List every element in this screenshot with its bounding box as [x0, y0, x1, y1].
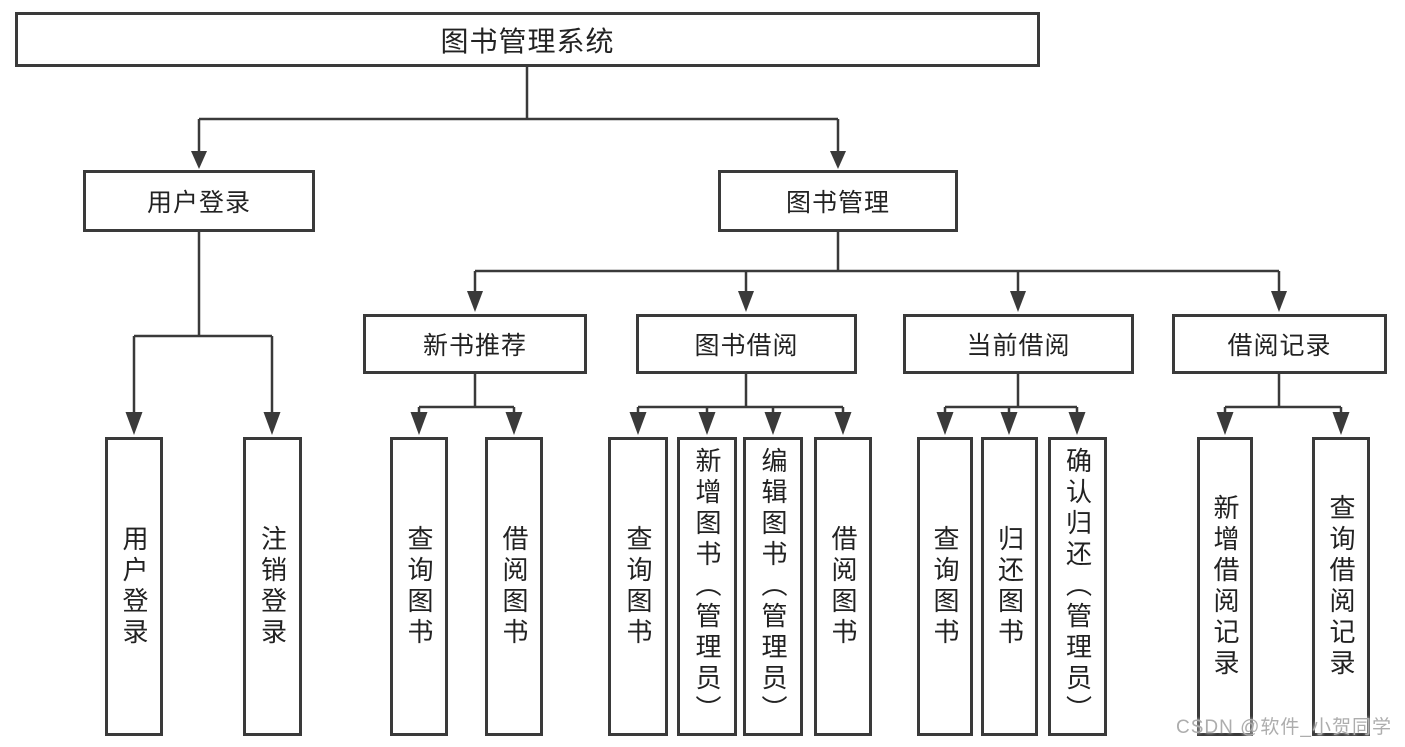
leaf-query-books-recommend: 查询图书: [390, 437, 448, 736]
leaf-add-borrow-record: 新增借阅记录: [1197, 437, 1253, 736]
leaf-query-books-current: 查询图书: [917, 437, 973, 736]
leaf-query-borrow-record: 查询借阅记录: [1312, 437, 1370, 736]
node-book-management: 图书管理: [718, 170, 958, 232]
leaf-add-book-admin: 新增图书（管理员）: [677, 437, 737, 736]
connector-book-management-children: [473, 232, 1281, 293]
node-borrowing-records: 借阅记录: [1172, 314, 1387, 374]
node-new-book-recommendation: 新书推荐: [363, 314, 587, 374]
leaf-user-login: 用户登录: [105, 437, 163, 736]
node-current-borrowing: 当前借阅: [903, 314, 1134, 374]
leaf-borrow-books-recommend: 借阅图书: [485, 437, 543, 736]
leaf-edit-book-admin: 编辑图书（管理员）: [743, 437, 803, 736]
leaf-query-books-borrowing: 查询图书: [608, 437, 668, 736]
connector-borrowing-records-children: [1223, 374, 1343, 414]
leaf-return-book: 归还图书: [981, 437, 1038, 736]
watermark: CSDN @软件_小贺同学: [1176, 717, 1392, 738]
leaf-borrow-books: 借阅图书: [814, 437, 872, 736]
node-user-login: 用户登录: [83, 170, 315, 232]
connector-current-borrowing-children: [943, 374, 1079, 414]
connector-book-borrowing-children: [636, 374, 845, 414]
connector-new-book-children: [417, 374, 516, 414]
connector-user-login-children: [132, 232, 274, 414]
leaf-confirm-return-admin: 确认归还（管理员）: [1048, 437, 1107, 736]
leaf-logout: 注销登录: [243, 437, 302, 736]
node-book-borrowing: 图书借阅: [636, 314, 857, 374]
connector-root-to-level2: [197, 67, 840, 152]
node-library-management-system: 图书管理系统: [15, 12, 1040, 67]
